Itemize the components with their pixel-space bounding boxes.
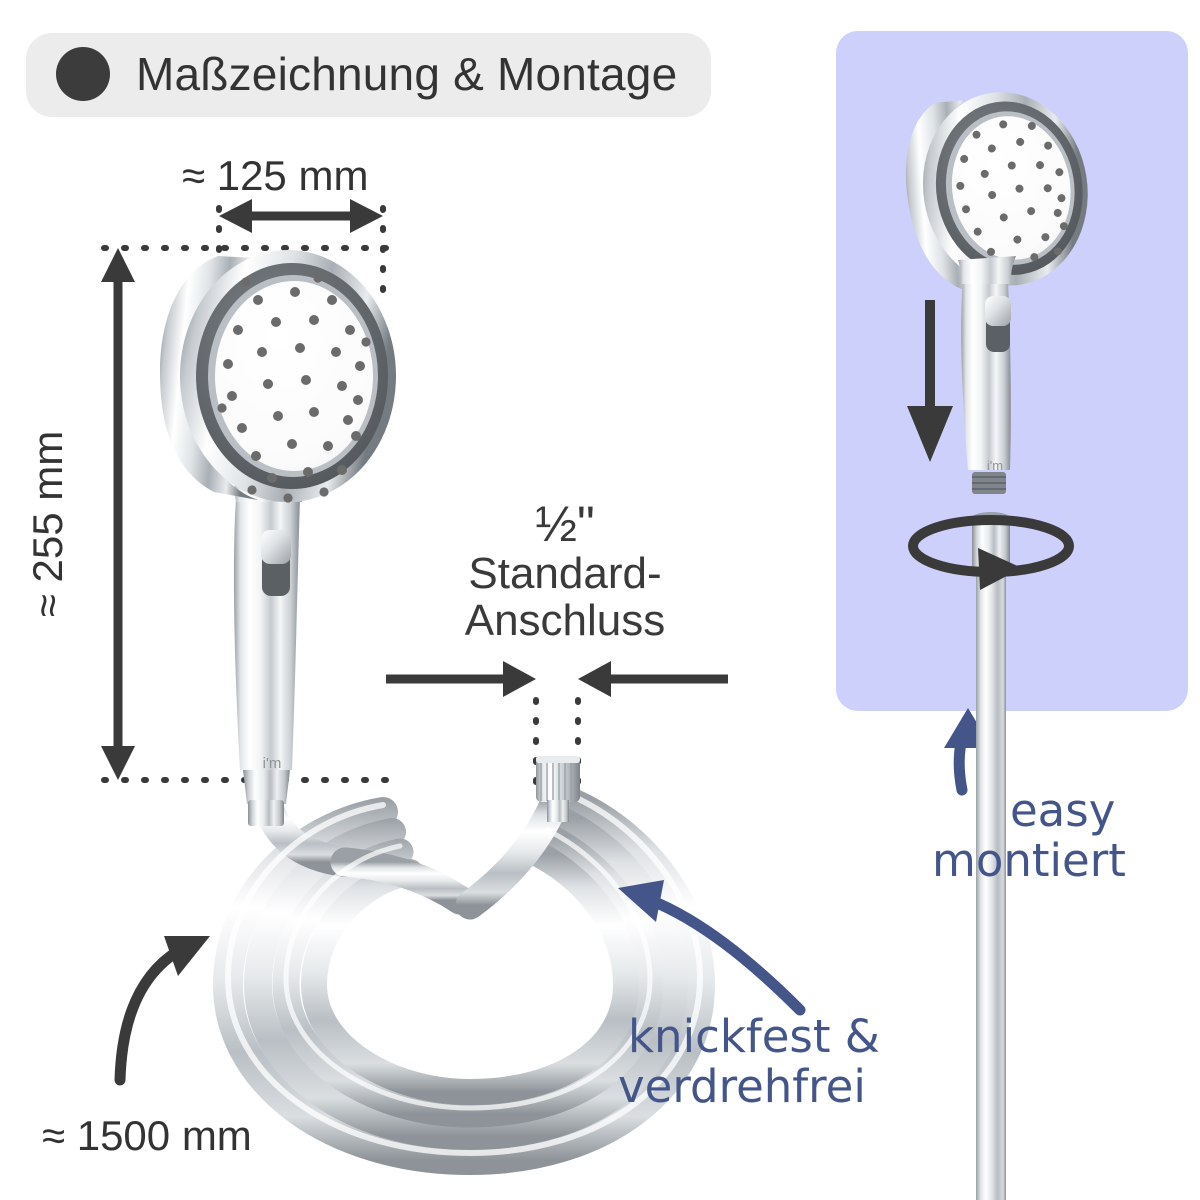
hose-annotation: knickfest & verdrehfrei: [618, 1010, 880, 1113]
nozzle-dots: [217, 273, 371, 503]
height-dimension-label: ≈ 255 mm: [24, 430, 72, 618]
montage-hose-end: [972, 512, 1010, 1200]
connector-dimension: [386, 661, 728, 793]
connector-label: ½" Standard- Anschluss: [405, 498, 725, 644]
arrow-down-icon: [907, 300, 953, 462]
rotate-ring-icon: [908, 515, 1074, 590]
connector-fraction: ½": [535, 496, 595, 552]
shower-head: [160, 250, 396, 503]
montage-handle: i'm: [958, 256, 1016, 494]
connector-line2: Anschluss: [464, 595, 666, 645]
hose-length-label: ≈ 1500 mm: [42, 1112, 252, 1159]
title-badge: Maßzeichnung & Montage: [26, 33, 712, 117]
filled-circle-icon: [56, 47, 110, 101]
mounting-annotation: easy montiert: [932, 784, 1126, 887]
hose-annotation-line1: knickfest &: [628, 1010, 880, 1063]
page-title: Maßzeichnung & Montage: [136, 48, 678, 100]
mounting-annotation-line2: montiert: [932, 834, 1126, 888]
connector-line1: Standard-: [468, 549, 662, 598]
width-dimension-label: ≈ 125 mm: [182, 152, 369, 199]
hose-connector-nut: [536, 756, 580, 822]
mounting-annotation-line1: easy: [1010, 784, 1116, 837]
shower-handle: i'm: [232, 466, 306, 826]
brand-mark-main: i'm: [263, 755, 282, 772]
width-dimension: [216, 199, 386, 303]
brand-mark-montage: i'm: [987, 458, 1003, 473]
hose-annotation-line2: verdrehfrei: [618, 1060, 866, 1114]
hose-annotation-arrow: [618, 880, 806, 1016]
hose-callout-arrow: [114, 936, 210, 1086]
